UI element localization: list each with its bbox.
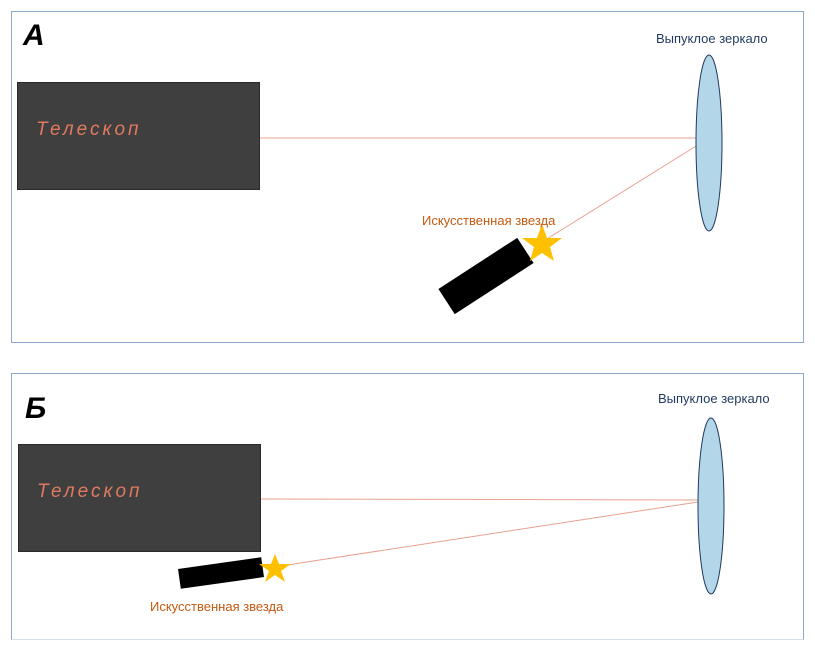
optical-scheme-a <box>258 54 723 315</box>
panel-letter: Б <box>25 392 47 425</box>
telescope-box: Телескоп <box>18 444 261 552</box>
panel-a: А Телескоп Выпуклое зеркало Искусственна… <box>11 11 804 343</box>
artificial-star-source <box>438 237 534 315</box>
telescope-box: Телескоп <box>17 82 260 190</box>
star-icon <box>522 224 562 261</box>
mirror-label: Выпуклое зеркало <box>658 391 770 406</box>
star-label: Искусственная звезда <box>422 213 556 228</box>
optical-scheme-b <box>178 417 725 595</box>
ray-telescope-to-mirror <box>258 498 712 501</box>
star-label: Искусственная звезда <box>150 599 284 614</box>
panel-letter: А <box>23 19 45 52</box>
convex-mirror <box>697 417 725 595</box>
mirror-label: Выпуклое зеркало <box>656 31 768 46</box>
convex-mirror <box>695 54 723 232</box>
ray-star-to-mirror <box>273 499 712 568</box>
ray-star-to-mirror <box>541 137 710 243</box>
panel-b: Б Телескоп Выпуклое зеркало Искусственна… <box>11 373 804 640</box>
telescope-label: Телескоп <box>36 119 142 140</box>
telescope-label: Телескоп <box>37 481 143 502</box>
artificial-star-source <box>178 557 264 589</box>
star-icon <box>259 554 291 582</box>
